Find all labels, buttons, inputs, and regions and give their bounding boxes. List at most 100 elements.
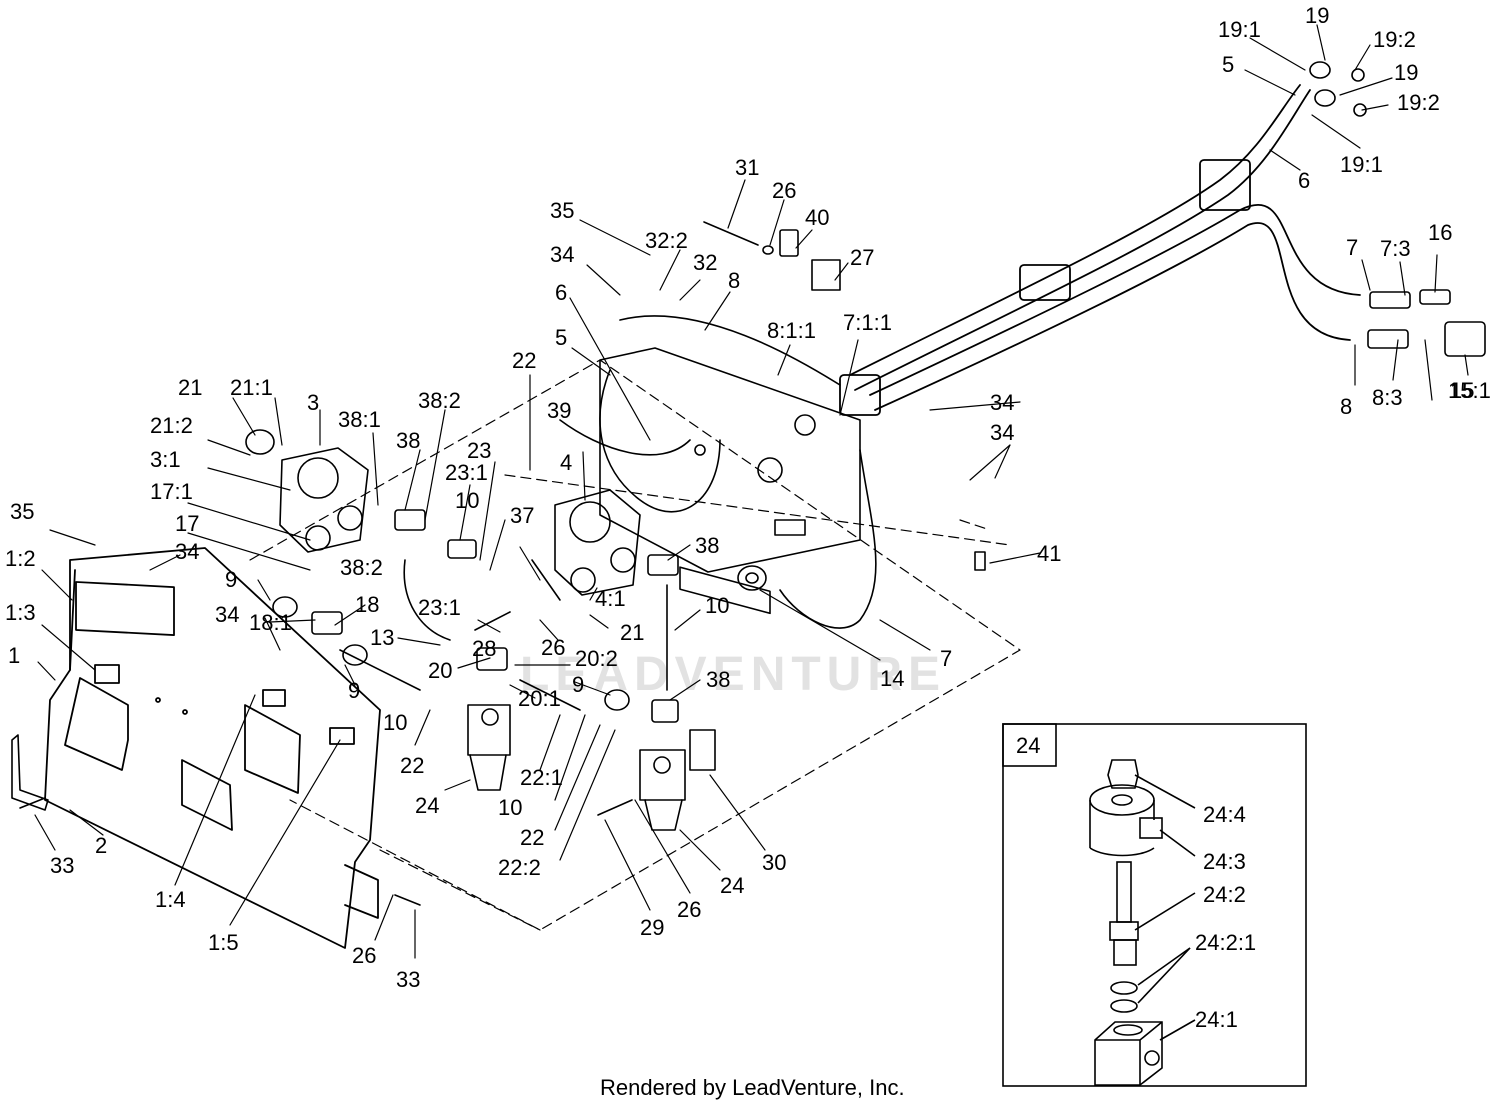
callout-1: 1 — [8, 643, 20, 668]
callout-15: 15 — [1450, 378, 1474, 403]
callout-24-4: 24:4 — [1203, 802, 1246, 827]
callout-13: 13 — [370, 625, 394, 650]
callout-24-2: 24:2 — [1203, 882, 1246, 907]
footer-credit: Rendered by LeadVenture, Inc. — [600, 1075, 905, 1100]
watermark: LEADVENTURE — [520, 648, 946, 701]
callout-10: 10 — [498, 795, 522, 820]
callout-2: 2 — [95, 833, 107, 858]
callout-19: 19 — [1305, 3, 1329, 28]
callout-7: 7 — [940, 646, 952, 671]
callout-21: 21 — [620, 620, 644, 645]
inset-tag: 24 — [1016, 733, 1040, 758]
callout-38: 38 — [695, 533, 719, 558]
callout-10: 10 — [455, 488, 479, 513]
callout-37: 37 — [510, 503, 534, 528]
callout-22: 22 — [400, 753, 424, 778]
callout-34: 34 — [175, 539, 199, 564]
callout-10: 10 — [705, 593, 729, 618]
bolts — [19, 221, 759, 906]
callout-20: 20 — [428, 658, 452, 683]
callout-9: 9 — [348, 678, 360, 703]
callout-34: 34 — [990, 420, 1014, 445]
callout-6: 6 — [1298, 168, 1310, 193]
callout-24-3: 24:3 — [1203, 849, 1246, 874]
callout-26: 26 — [772, 178, 796, 203]
callout-7: 7 — [1346, 235, 1358, 260]
callout-23-1: 23:1 — [445, 460, 488, 485]
callout-22-1: 22:1 — [520, 765, 563, 790]
callout-34: 34 — [990, 390, 1014, 415]
clamp-parts — [762, 229, 841, 291]
callout-33: 33 — [396, 967, 420, 992]
solenoid-valve-right — [639, 729, 716, 831]
callout-19: 19 — [1394, 60, 1418, 85]
callout-34: 34 — [215, 602, 239, 627]
callout-1-2: 1:2 — [5, 546, 36, 571]
watermark-text: LEADVENTURE — [520, 648, 946, 701]
callout-28: 28 — [472, 636, 496, 661]
callout-4-1: 4:1 — [595, 586, 626, 611]
callout-22: 22 — [512, 348, 536, 373]
callout-19-2: 19:2 — [1397, 90, 1440, 115]
callout-20-2: 20:2 — [575, 646, 618, 671]
callout-18: 18 — [355, 592, 379, 617]
callout-21: 21 — [178, 375, 202, 400]
callout-26: 26 — [677, 897, 701, 922]
callout-24: 24 — [415, 793, 439, 818]
callout-18-1: 18:1 — [249, 610, 292, 635]
callout-34: 34 — [550, 242, 574, 267]
nuts-washers — [272, 565, 767, 711]
callout-8-3: 8:3 — [1372, 385, 1403, 410]
callout-17: 17 — [175, 511, 199, 536]
callout-5: 5 — [555, 325, 567, 350]
callout-38-2: 38:2 — [340, 555, 383, 580]
solenoid-valve-left — [467, 704, 511, 791]
valve-4 — [531, 489, 641, 601]
callout-16: 16 — [1428, 220, 1452, 245]
callout-27: 27 — [850, 245, 874, 270]
callout-23: 23 — [467, 438, 491, 463]
callout-21-2: 21:2 — [150, 413, 193, 438]
callout-38: 38 — [396, 428, 420, 453]
callout-19-1: 19:1 — [1340, 152, 1383, 177]
callout-10: 10 — [383, 710, 407, 735]
callout-9: 9 — [572, 672, 584, 697]
callout-30: 30 — [762, 850, 786, 875]
callout-7-1-1: 7:1:1 — [843, 310, 892, 335]
callout-21-1: 21:1 — [230, 375, 273, 400]
callout-32-2: 32:2 — [645, 228, 688, 253]
callout-8: 8 — [1340, 394, 1352, 419]
callout-38: 38 — [706, 667, 730, 692]
callout-41: 41 — [1037, 541, 1061, 566]
callout-23-1: 23:1 — [418, 595, 461, 620]
inset-24 — [1002, 723, 1307, 1087]
callout-19-2: 19:2 — [1373, 27, 1416, 52]
hose-loop — [559, 315, 877, 629]
callout-31: 31 — [735, 155, 759, 180]
callout-7-3: 7:3 — [1380, 236, 1411, 261]
callout-9: 9 — [225, 567, 237, 592]
callout-20-1: 20:1 — [518, 686, 561, 711]
bracket-panel — [44, 547, 381, 949]
callout-26: 26 — [541, 635, 565, 660]
callout-8-1-1: 8:1:1 — [767, 318, 816, 343]
valve-3 — [245, 429, 369, 553]
callout-5: 5 — [1222, 52, 1234, 77]
callout-24-2-1: 24:2:1 — [1195, 930, 1256, 955]
callout-1-3: 1:3 — [5, 600, 36, 625]
parts-line-art — [11, 24, 1486, 959]
callout-22-2: 22:2 — [498, 855, 541, 880]
callout-24: 24 — [720, 873, 744, 898]
callout-4: 4 — [560, 450, 572, 475]
callout-29: 29 — [640, 915, 664, 940]
callout-33: 33 — [50, 853, 74, 878]
callout-24-1: 24:1 — [1195, 1007, 1238, 1032]
callout-3-1: 3:1 — [150, 447, 181, 472]
callout-1-4: 1:4 — [155, 887, 186, 912]
callout-40: 40 — [805, 205, 829, 230]
callout-38-2: 38:2 — [418, 388, 461, 413]
callout-3: 3 — [307, 390, 319, 415]
callout-17-1: 17:1 — [150, 479, 193, 504]
callout-39: 39 — [547, 398, 571, 423]
